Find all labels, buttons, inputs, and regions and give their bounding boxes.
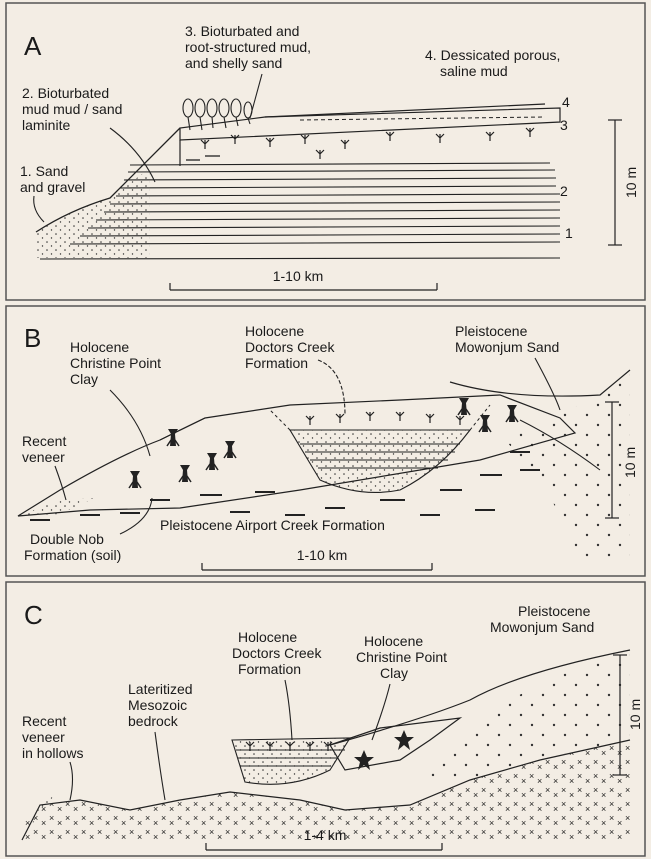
vertical-scale-label-b: 10 m bbox=[622, 447, 638, 478]
panel-b: B bbox=[6, 306, 645, 576]
panel-b-letter: B bbox=[24, 323, 41, 353]
recent-veneer-b bbox=[18, 498, 95, 516]
label-mowonjum-c: Pleistocene Mowonjum Sand bbox=[490, 603, 594, 635]
unit-number-4: 4 bbox=[562, 94, 570, 110]
label-doctors-creek-c: Holocene Doctors Creek Formation bbox=[232, 629, 322, 677]
svg-text:Formation: Formation bbox=[238, 661, 301, 677]
svg-text:Clay: Clay bbox=[380, 665, 408, 681]
svg-text:Mowonjum Sand: Mowonjum Sand bbox=[490, 619, 594, 635]
svg-text:in hollows: in hollows bbox=[22, 745, 83, 761]
label-christine-point-c: Holocene Christine Point Clay bbox=[356, 633, 447, 681]
svg-text:Doctors Creek: Doctors Creek bbox=[245, 339, 335, 355]
svg-text:Pleistocene: Pleistocene bbox=[518, 603, 591, 619]
label-bioturbated-laminite: 2. Bioturbated mud mud / sand laminite bbox=[22, 85, 122, 133]
christine-point-clay-b bbox=[18, 395, 575, 516]
svg-text:Lateritized: Lateritized bbox=[128, 681, 193, 697]
label-recent-veneer-b: Recent veneer bbox=[22, 433, 66, 465]
panel-a: A bbox=[6, 3, 645, 300]
vertical-scale-label-a: 10 m bbox=[623, 167, 639, 198]
svg-text:veneer: veneer bbox=[22, 449, 65, 465]
label-doctors-creek-b: Holocene Doctors Creek Formation bbox=[245, 323, 335, 371]
horizontal-scale-label-b: 1-10 km bbox=[297, 547, 348, 563]
svg-text:Christine Point: Christine Point bbox=[70, 355, 161, 371]
svg-text:Doctors Creek: Doctors Creek bbox=[232, 645, 322, 661]
panel-c-letter: C bbox=[24, 600, 43, 630]
horizontal-scale-bar-a bbox=[170, 283, 437, 290]
roots-a bbox=[201, 128, 534, 159]
mowonjum-sand-b bbox=[505, 370, 630, 560]
svg-text:Formation (soil): Formation (soil) bbox=[24, 547, 121, 563]
label-recent-veneer-c: Recent veneer in hollows bbox=[22, 713, 83, 761]
svg-text:Recent: Recent bbox=[22, 713, 66, 729]
svg-text:4. Dessicated porous,: 4. Dessicated porous, bbox=[425, 47, 560, 63]
unit-number-1: 1 bbox=[565, 225, 573, 241]
label-sand-gravel: 1. Sand and gravel bbox=[20, 163, 85, 195]
horizontal-scale-bar-c bbox=[206, 843, 442, 850]
label-mowonjum-b: Pleistocene Mowonjum Sand bbox=[455, 323, 559, 355]
horizontal-scale-label-a: 1-10 km bbox=[273, 268, 324, 284]
svg-text:Holocene: Holocene bbox=[364, 633, 423, 649]
svg-text:and shelly sand: and shelly sand bbox=[185, 55, 282, 71]
svg-text:Mesozoic: Mesozoic bbox=[128, 697, 187, 713]
svg-text:Recent: Recent bbox=[22, 433, 66, 449]
unit-number-2: 2 bbox=[560, 183, 568, 199]
label-root-structured-mud: 3. Bioturbated and root-structured mud, … bbox=[185, 23, 311, 71]
svg-text:veneer: veneer bbox=[22, 729, 65, 745]
svg-text:laminite: laminite bbox=[22, 117, 70, 133]
label-christine-point-b: Holocene Christine Point Clay bbox=[70, 339, 161, 387]
vertical-scale-bar-a bbox=[608, 120, 622, 245]
svg-text:saline mud: saline mud bbox=[440, 63, 508, 79]
vertical-scale-label-c: 10 m bbox=[627, 699, 643, 730]
svg-text:2. Bioturbated: 2. Bioturbated bbox=[22, 85, 109, 101]
svg-text:Formation: Formation bbox=[245, 355, 308, 371]
label-double-nob: Double Nob Formation (soil) bbox=[24, 531, 121, 563]
svg-text:Double Nob: Double Nob bbox=[30, 531, 104, 547]
svg-text:root-structured mud,: root-structured mud, bbox=[185, 39, 311, 55]
horizontal-scale-label-c: 1-4 km bbox=[304, 827, 347, 843]
label-airport-creek: Pleistocene Airport Creek Formation bbox=[160, 517, 385, 533]
panel-c: C 10 m 1-4 km bbox=[6, 582, 645, 856]
svg-text:Mowonjum Sand: Mowonjum Sand bbox=[455, 339, 559, 355]
svg-text:3. Bioturbated and: 3. Bioturbated and bbox=[185, 23, 299, 39]
svg-text:Holocene: Holocene bbox=[245, 323, 304, 339]
svg-text:mud mud / sand: mud mud / sand bbox=[22, 101, 122, 117]
horizontal-scale-bar-b bbox=[202, 563, 432, 570]
svg-text:Pleistocene: Pleistocene bbox=[455, 323, 528, 339]
label-dessicated-mud: 4. Dessicated porous, saline mud bbox=[425, 47, 560, 79]
svg-text:Clay: Clay bbox=[70, 371, 98, 387]
label-lateritized-bedrock: Lateritized Mesozoic bedrock bbox=[128, 681, 193, 729]
svg-text:and gravel: and gravel bbox=[20, 179, 85, 195]
svg-text:Holocene: Holocene bbox=[238, 629, 297, 645]
svg-text:1. Sand: 1. Sand bbox=[20, 163, 68, 179]
svg-text:Holocene: Holocene bbox=[70, 339, 129, 355]
panel-a-letter: A bbox=[24, 31, 42, 61]
svg-text:bedrock: bedrock bbox=[128, 713, 179, 729]
mangrove-trees bbox=[183, 99, 252, 130]
doctors-creek-lens-b bbox=[290, 430, 470, 492]
svg-text:Christine Point: Christine Point bbox=[356, 649, 447, 665]
unit-number-3: 3 bbox=[560, 117, 568, 133]
roots-b bbox=[306, 412, 464, 425]
